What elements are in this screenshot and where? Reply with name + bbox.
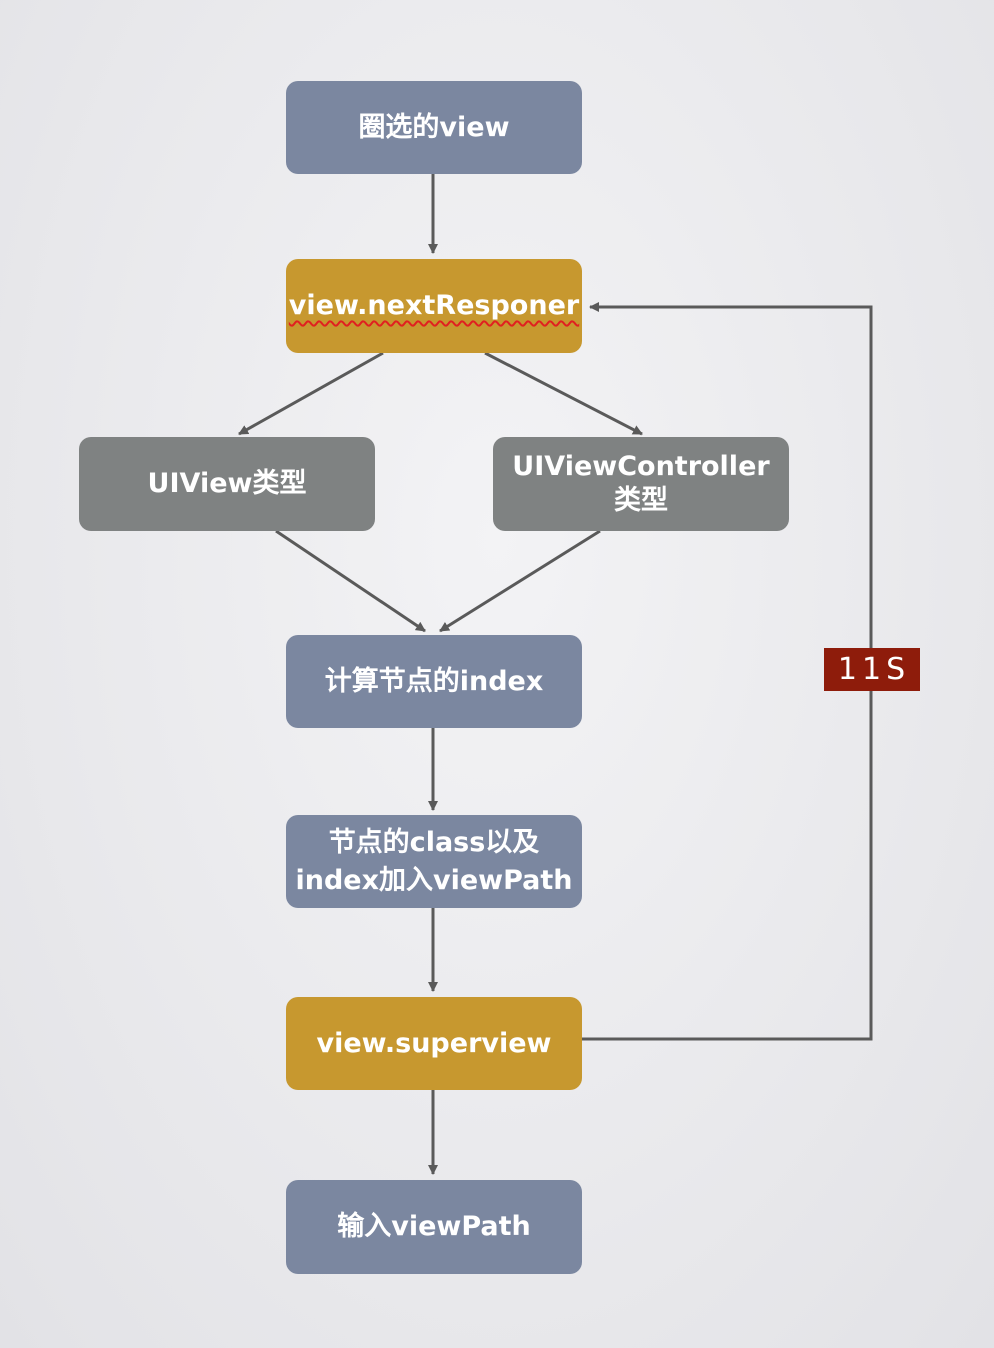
node-output-viewpath-label: 输入viewPath <box>337 1211 531 1242</box>
node-next-responder-label: view.nextResponer <box>288 290 580 321</box>
node-next-responder: view.nextResponer <box>286 259 582 353</box>
edge-responder-to-uiview <box>238 351 384 436</box>
node-uiview-type-label: UIView类型 <box>147 468 307 499</box>
node-uiview-type: UIView类型 <box>79 437 375 531</box>
node-selected-view: 圈选的view <box>286 81 582 174</box>
node-superview-label: view.superview <box>316 1027 552 1059</box>
edge-uiview-to-index <box>275 529 426 633</box>
loop-edge-label-text: 11S <box>837 652 911 687</box>
node-selected-view-label: 圈选的view <box>358 111 510 143</box>
node-add-to-viewpath: 节点的class以及 index加入viewPath <box>286 815 582 908</box>
node-uiviewcontroller-type-label: UIViewController 类型 <box>512 451 770 516</box>
edge-controller-to-index <box>439 529 601 633</box>
node-output-viewpath: 输入viewPath <box>286 1180 582 1274</box>
node-superview: view.superview <box>286 997 582 1090</box>
node-add-to-viewpath-label: 节点的class以及 index加入viewPath <box>295 826 573 896</box>
loop-edge-label: 11S <box>824 648 920 691</box>
node-compute-index: 计算节点的index <box>286 635 582 728</box>
node-uiviewcontroller-type: UIViewController 类型 <box>493 437 789 531</box>
edge-responder-to-controller <box>484 351 643 436</box>
node-compute-index-label: 计算节点的index <box>324 665 544 697</box>
